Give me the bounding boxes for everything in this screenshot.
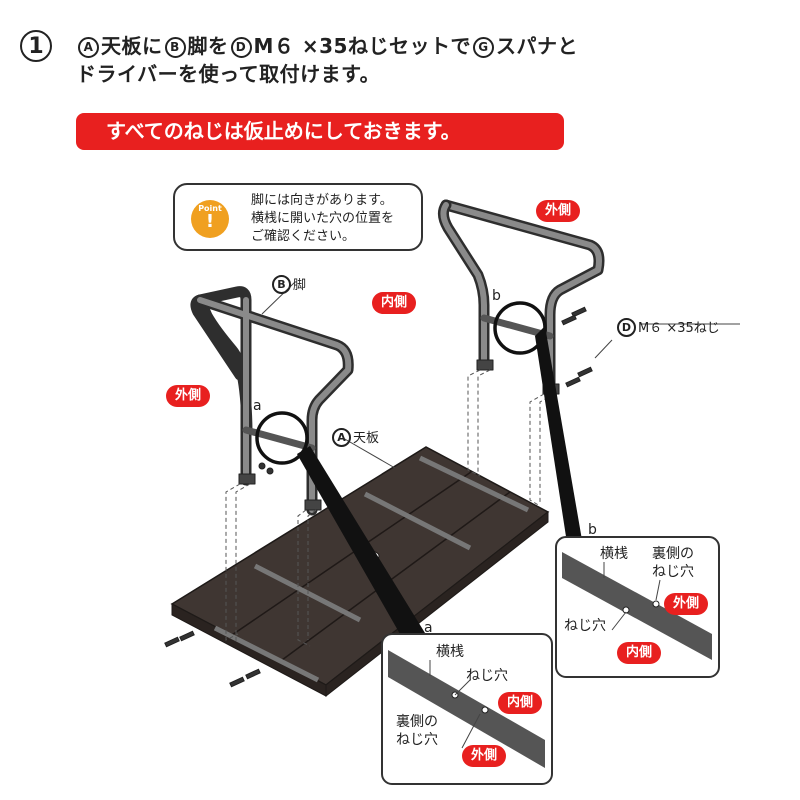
detail-b-marker: b [588, 522, 597, 538]
point-icon-label: Point [198, 204, 222, 213]
screw-text: M６ ×35ねじ [638, 321, 720, 336]
callout-leaders [261, 281, 740, 641]
badge-d: D [617, 318, 636, 337]
point-icon: Point ! [191, 200, 229, 238]
point-line: 脚には向きがあります。 [251, 193, 393, 208]
warning-banner: すべてのねじは仮止めにしておきます。 [76, 113, 564, 150]
detail-box-a [381, 633, 553, 785]
top-board-text: 天板 [353, 431, 380, 446]
instruction-part: M６ ×35ねじセットで [253, 34, 471, 58]
outer-side-badge-right: 外側 [536, 200, 581, 222]
callout-b-marker: b [492, 288, 501, 304]
badge-a: A [332, 428, 351, 447]
detail-b-back-hole-1: 裏側の [652, 546, 694, 562]
callout-a-marker: a [253, 398, 262, 414]
instruction-line-2: ドライバーを使って取付けます。 [76, 62, 381, 86]
detail-b-inner-badge: 内側 [617, 642, 662, 664]
right-leg-frame [437, 199, 605, 396]
detail-a-back-hole-2: ねじ穴 [396, 732, 438, 748]
point-line: 横桟に開いた穴の位置を [251, 211, 395, 226]
exclamation-icon: ! [205, 211, 215, 232]
detail-a-crossbar: 横桟 [436, 644, 464, 660]
instruction-part: スパナと [495, 34, 578, 58]
detail-a-outer-badge: 外側 [462, 745, 507, 767]
step-number: 1 [20, 30, 52, 62]
detail-b-screw-hole: ねじ穴 [564, 618, 606, 634]
point-callout: Point ! 脚には向きがあります。 横桟に開いた穴の位置を ご確認ください。 [173, 183, 423, 251]
detail-a-marker: a [424, 620, 433, 636]
detail-a-screw-hole: ねじ穴 [466, 668, 508, 684]
badge-b: B [164, 37, 186, 58]
left-leg-frame [190, 286, 354, 516]
guide-lines [225, 369, 555, 647]
detail-a-inner-badge: 内側 [498, 692, 543, 714]
detail-b-crossbar: 横桟 [600, 546, 628, 562]
inner-side-badge: 内側 [372, 292, 417, 314]
point-text: 脚には向きがあります。 横桟に開いた穴の位置を ご確認ください。 [251, 192, 394, 246]
detail-b-back-hole-2: ねじ穴 [652, 564, 694, 580]
detail-box-b [555, 536, 720, 678]
badge-a: A [78, 37, 99, 58]
instruction-part: 脚を [187, 34, 229, 58]
leg-text: 脚 [293, 278, 307, 293]
detail-b-outer-badge: 外側 [664, 593, 709, 615]
badge-b: B [272, 275, 291, 294]
instruction-part: 天板に [101, 34, 163, 58]
detail-a-back-hole-1: 裏側の [396, 714, 438, 730]
outer-side-badge-left: 外側 [166, 385, 211, 407]
badge-g: G [472, 37, 494, 58]
point-line: ご確認ください。 [251, 229, 356, 244]
badge-d: D [230, 37, 252, 58]
